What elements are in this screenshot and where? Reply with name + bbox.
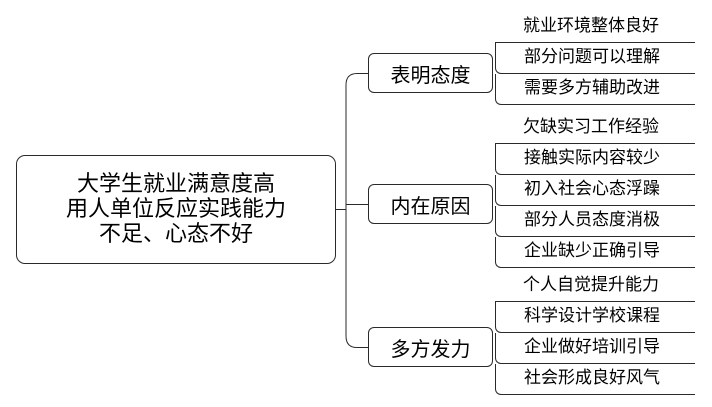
branch-label: 多方发力	[390, 336, 471, 361]
branch-label: 内在原因	[390, 193, 471, 218]
root-line-3: 不足、心态不好	[98, 222, 253, 247]
leaf-item: 个人自觉提升能力	[495, 271, 695, 302]
leaf-item: 企业做好培训引导	[495, 333, 695, 364]
root-line-2: 用人单位反应实践能力	[65, 197, 286, 222]
branch-label: 表明态度	[390, 62, 471, 87]
leaf-item: 企业缺少正确引导	[495, 237, 695, 268]
leaf-item: 初入社会心态浮躁	[495, 175, 695, 206]
branch-node-causes: 内在原因	[368, 184, 493, 224]
leaf-item: 部分问题可以理解	[495, 43, 695, 74]
leaf-item: 需要多方辅助改进	[495, 74, 695, 105]
leaf-item: 欠缺实习工作经验	[495, 113, 695, 144]
branch-node-stance: 表明态度	[368, 53, 493, 93]
root-node: 大学生就业满意度高 用人单位反应实践能力 不足、心态不好	[16, 155, 336, 264]
leaf-item: 接触实际内容较少	[495, 144, 695, 175]
leaf-item: 部分人员态度消极	[495, 206, 695, 237]
branch-node-efforts: 多方发力	[368, 327, 493, 367]
leaf-item: 社会形成良好风气	[495, 364, 695, 395]
spine-top	[345, 73, 368, 210]
leaf-item: 科学设计学校课程	[495, 302, 695, 333]
spine-bottom	[345, 209, 368, 348]
root-line-1: 大学生就业满意度高	[76, 172, 275, 197]
leaf-item: 就业环境整体良好	[495, 12, 695, 43]
